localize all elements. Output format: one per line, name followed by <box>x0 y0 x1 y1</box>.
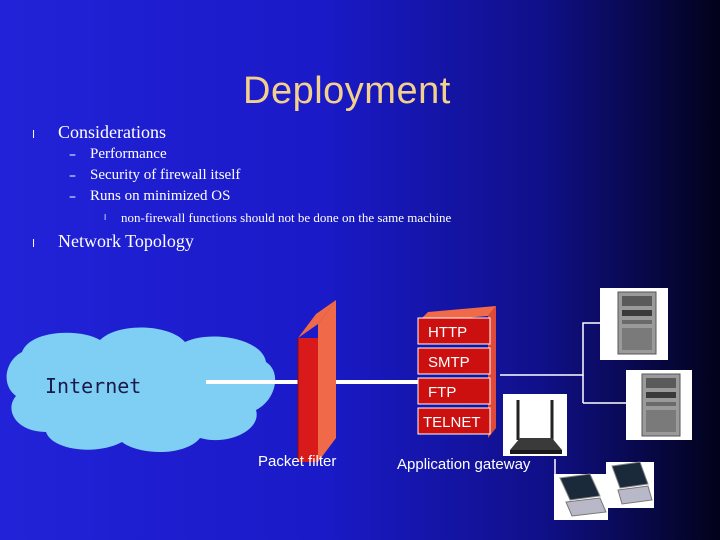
server-icon <box>626 370 692 440</box>
sub-bullet-performance: Performance <box>90 146 167 162</box>
service-label-ftp: FTP <box>428 384 456 401</box>
bullet-marker: l <box>32 128 36 141</box>
service-box <box>417 407 491 435</box>
bullet-network-topology: Network Topology <box>58 231 194 251</box>
service-label-smtp: SMTP <box>428 354 470 371</box>
slide-title: Deployment <box>243 70 451 112</box>
application-gateway: HTTP SMTP FTP TELNET <box>417 306 496 438</box>
dash-marker: – <box>69 189 76 205</box>
dash-marker: – <box>69 147 76 163</box>
laptop-icon <box>554 473 608 520</box>
bullet-marker: l <box>32 237 36 250</box>
sub-bullet-minimized-os: Runs on minimized OS <box>90 188 231 204</box>
application-gateway-label: Application gateway <box>397 456 531 473</box>
sub-bullet-security: Security of firewall itself <box>90 167 241 183</box>
service-label-http: HTTP <box>428 324 467 341</box>
bullet-marker: l <box>104 213 107 222</box>
laptop-icon <box>606 461 654 508</box>
internet-cloud <box>6 327 276 453</box>
packet-filter-wall <box>297 300 336 462</box>
sub-sub-bullet-non-firewall: non-firewall functions should not be don… <box>121 210 452 225</box>
service-box <box>417 347 491 375</box>
dash-marker: – <box>69 168 76 184</box>
service-box <box>417 377 491 405</box>
bullet-considerations: Considerations <box>58 122 166 142</box>
server-icon <box>600 288 668 360</box>
service-label-telnet: TELNET <box>423 414 481 431</box>
router-icon <box>503 394 567 456</box>
service-box <box>417 317 491 345</box>
internet-label: Internet <box>45 374 142 398</box>
packet-filter-label: Packet filter <box>258 453 337 470</box>
